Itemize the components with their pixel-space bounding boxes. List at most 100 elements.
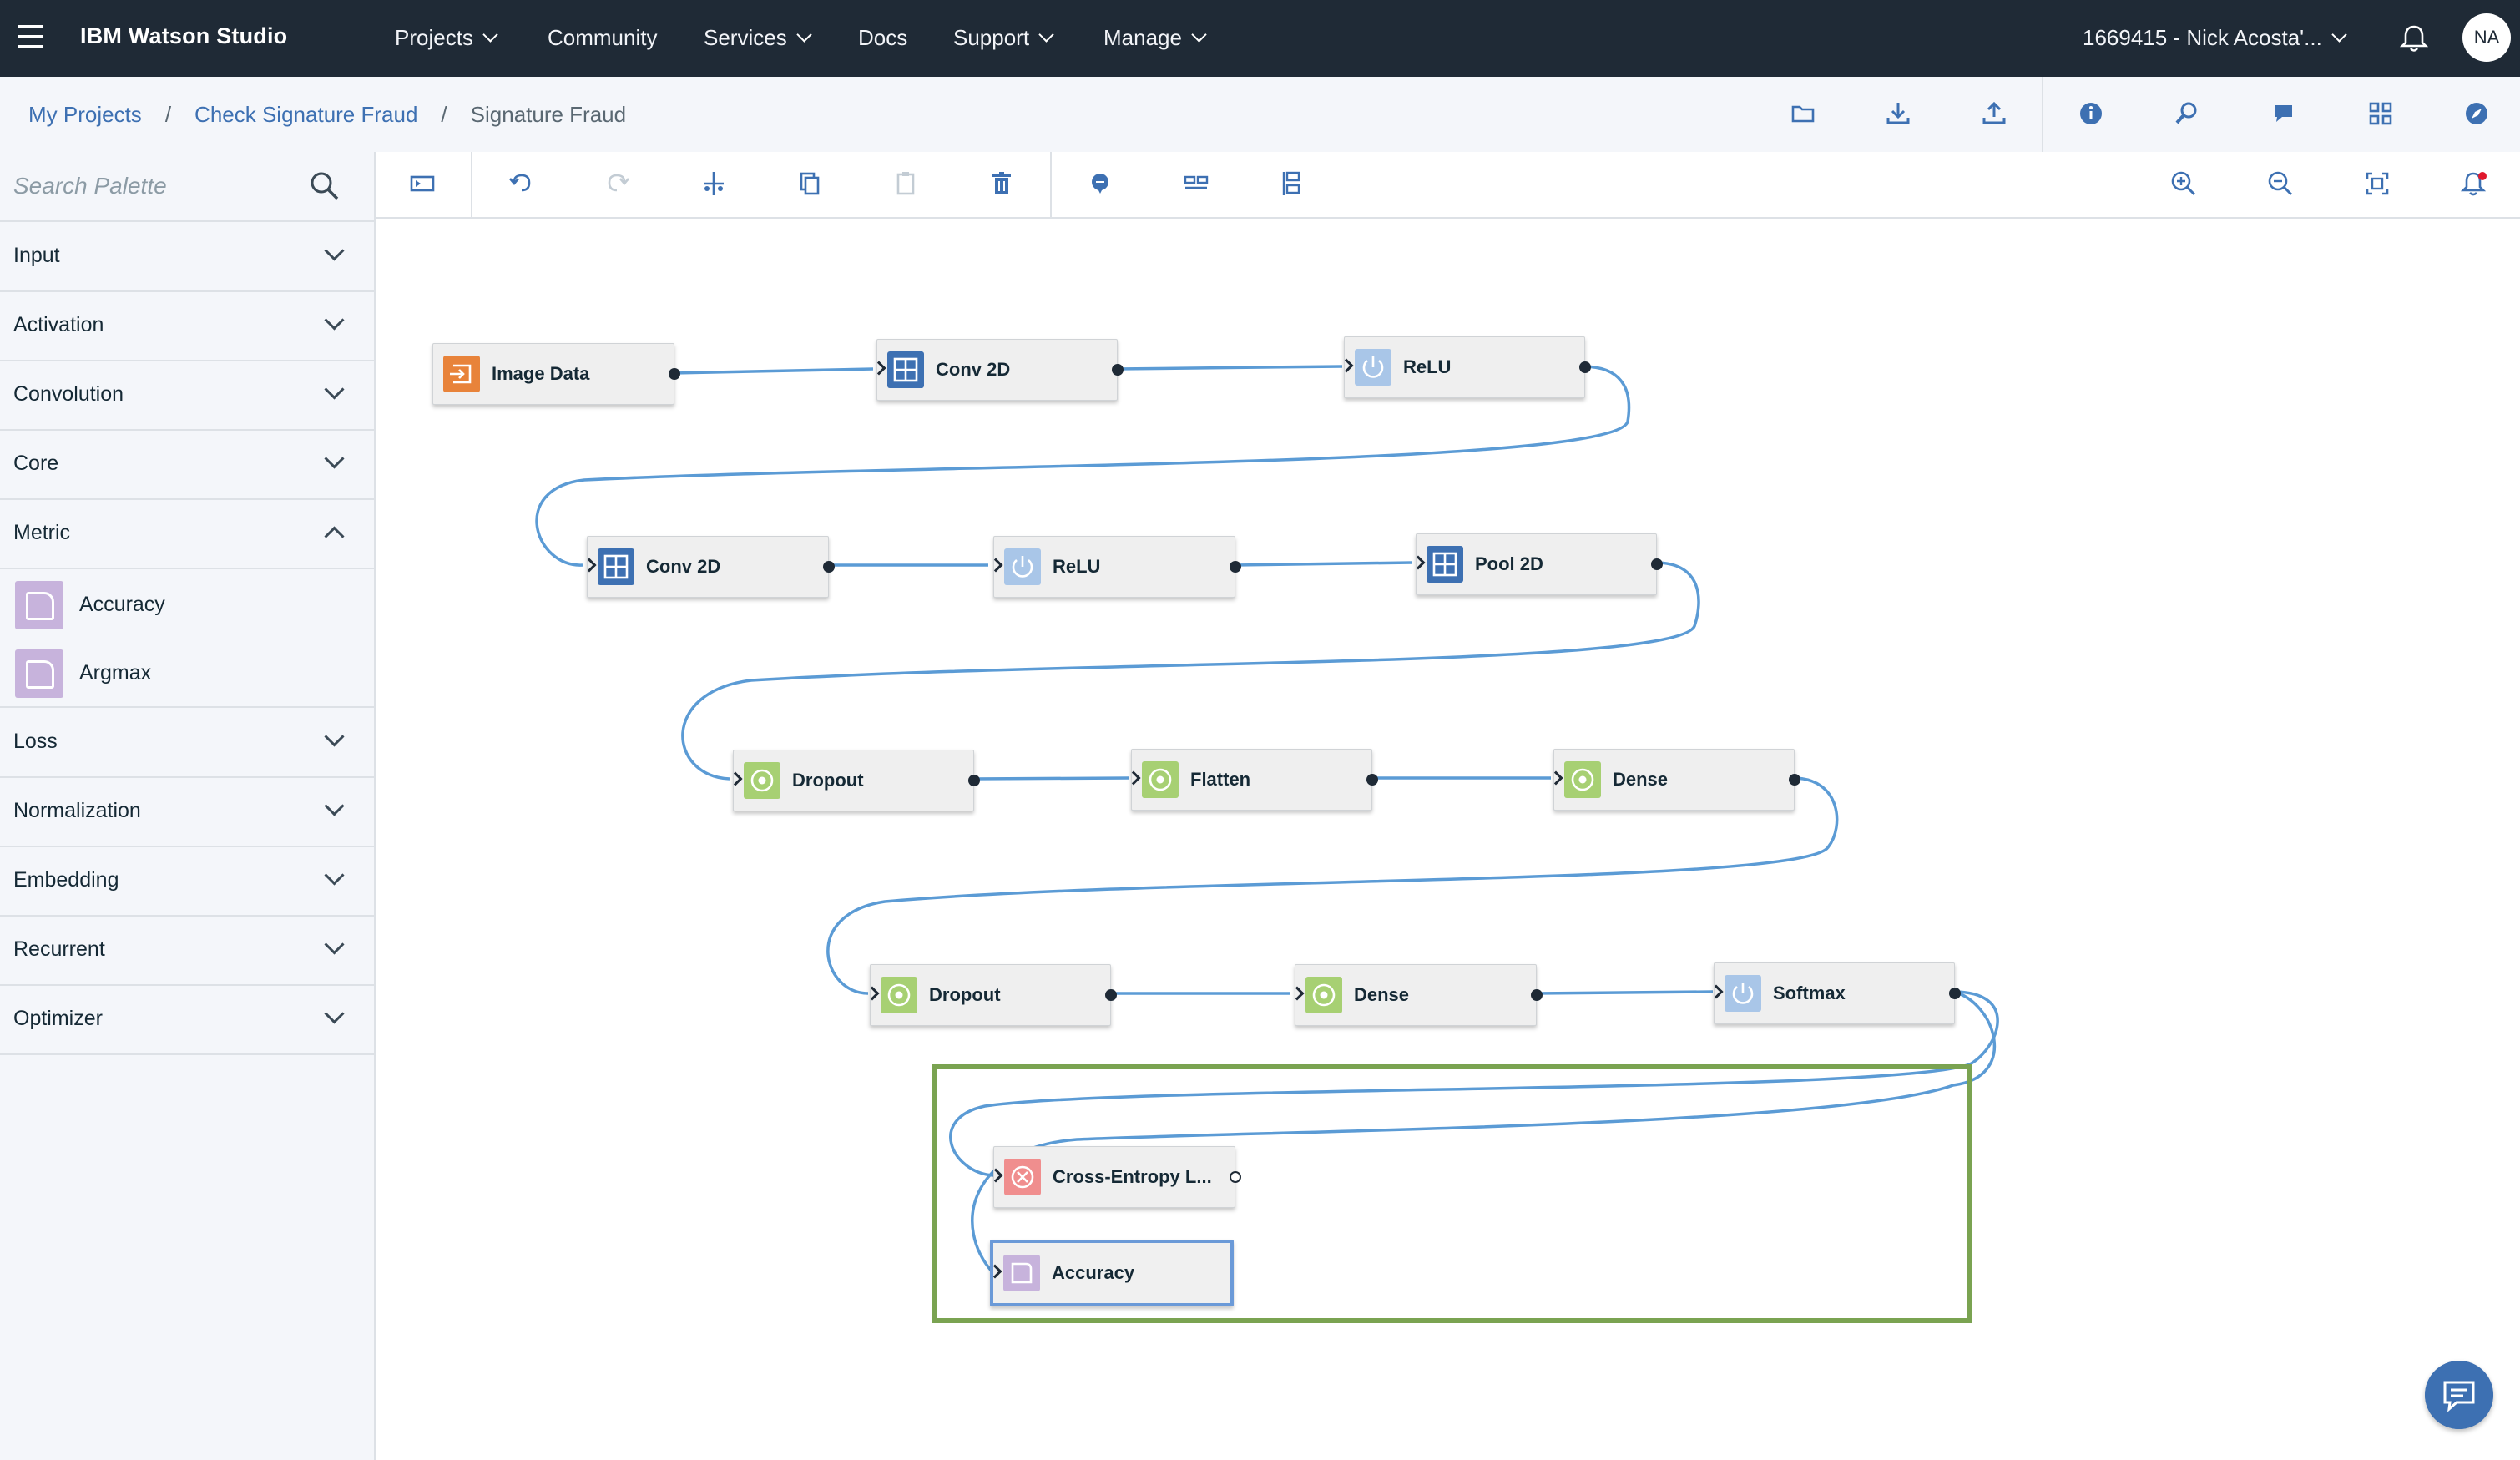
node-cross-entropy-loss[interactable]: Cross-Entropy L...	[988, 1146, 1241, 1208]
breadcrumb-bar: My Projects / Check Signature Fraud / Si…	[0, 77, 2520, 154]
breadcrumb-check-signature-fraud[interactable]: Check Signature Fraud	[194, 102, 418, 127]
core-layer-icon	[744, 762, 780, 799]
node-label: Accuracy	[1052, 1262, 1135, 1283]
node-softmax[interactable]: Softmax	[1709, 962, 1961, 1024]
grid-icon[interactable]	[2364, 97, 2397, 130]
output-port[interactable]	[1579, 361, 1591, 373]
output-port[interactable]	[1230, 1171, 1241, 1183]
breadcrumb: My Projects / Check Signature Fraud / Si…	[28, 102, 626, 128]
toolbar-divider	[471, 152, 472, 217]
node-label: Flatten	[1190, 769, 1251, 790]
nav-community[interactable]: Community	[548, 25, 658, 50]
output-port[interactable]	[1949, 988, 1961, 999]
category-label: Loss	[13, 730, 58, 753]
node-label: ReLU	[1053, 556, 1101, 577]
node-relu[interactable]: ReLU	[1339, 336, 1591, 398]
nav-services[interactable]: Services	[704, 25, 812, 51]
download-icon[interactable]	[1881, 97, 1915, 130]
chevron-down-icon	[324, 448, 345, 469]
search-icon[interactable]	[307, 169, 342, 204]
nav-projects[interactable]: Projects	[395, 25, 498, 51]
power-icon	[1725, 975, 1761, 1012]
toggle-palette-icon[interactable]	[406, 167, 439, 200]
undo-icon[interactable]	[504, 167, 538, 200]
nav-docs[interactable]: Docs	[858, 25, 908, 50]
output-port[interactable]	[1789, 774, 1800, 786]
category-label: Core	[13, 452, 59, 475]
compass-icon[interactable]	[2460, 97, 2493, 130]
node-label: Cross-Entropy L...	[1053, 1166, 1212, 1187]
brand-title[interactable]: IBM Watson Studio	[80, 23, 288, 48]
node-label: Dropout	[929, 984, 1001, 1005]
node-accuracy[interactable]: Accuracy	[987, 1240, 1234, 1306]
cut-icon[interactable]	[697, 167, 730, 200]
node-image-data[interactable]: Image Data	[432, 343, 680, 405]
fit-to-screen-icon[interactable]	[2361, 167, 2394, 200]
comment-icon[interactable]	[2267, 97, 2300, 130]
node-pool-2d[interactable]: Pool 2D	[1411, 533, 1663, 595]
output-port[interactable]	[823, 561, 835, 573]
zoom-out-icon[interactable]	[2264, 167, 2297, 200]
output-port[interactable]	[1366, 774, 1378, 786]
palette-category-activation[interactable]: Activation	[0, 291, 374, 361]
palette-category-normalization[interactable]: Normalization	[0, 777, 374, 847]
notifications-icon[interactable]	[2457, 167, 2491, 200]
search-input[interactable]	[12, 167, 299, 205]
chevron-down-icon	[324, 379, 345, 400]
chevron-down-icon	[796, 27, 812, 43]
output-port[interactable]	[1531, 989, 1543, 1001]
flow-settings-icon[interactable]	[2170, 97, 2204, 130]
hamburger-menu-icon[interactable]	[18, 25, 43, 50]
node-dense[interactable]: Dense	[1290, 964, 1543, 1026]
arrange-vertical-icon[interactable]	[1275, 167, 1309, 200]
node-relu[interactable]: ReLU	[988, 536, 1241, 598]
avatar[interactable]: NA	[2462, 13, 2511, 62]
output-port[interactable]	[1112, 364, 1124, 376]
breadcrumb-my-projects[interactable]: My Projects	[28, 102, 142, 127]
node-flatten[interactable]: Flatten	[1126, 749, 1378, 811]
chevron-up-icon	[324, 526, 345, 547]
node-dropout[interactable]: Dropout	[728, 750, 980, 811]
node-conv-2d[interactable]: Conv 2D	[871, 339, 1124, 401]
palette-category-convolution[interactable]: Convolution	[0, 361, 374, 431]
nav-manage[interactable]: Manage	[1103, 25, 1207, 51]
chat-icon[interactable]	[2425, 1361, 2493, 1429]
node-label: Pool 2D	[1475, 553, 1543, 574]
comment-icon[interactable]	[1083, 167, 1117, 200]
node-label: Dense	[1354, 984, 1410, 1005]
redo-icon[interactable]	[601, 167, 634, 200]
palette-item-accuracy[interactable]: Accuracy	[0, 569, 374, 638]
output-port[interactable]	[968, 775, 980, 786]
delete-icon[interactable]	[985, 167, 1018, 200]
output-port[interactable]	[1230, 561, 1241, 573]
node-dropout[interactable]: Dropout	[865, 964, 1117, 1026]
palette-category-metric[interactable]: Metric	[0, 499, 374, 569]
node-conv-2d[interactable]: Conv 2D	[582, 536, 835, 598]
palette-item-argmax[interactable]: Argmax	[0, 638, 374, 708]
info-icon[interactable]	[2074, 97, 2108, 130]
palette-category-recurrent[interactable]: Recurrent	[0, 916, 374, 986]
output-port[interactable]	[669, 368, 680, 380]
core-layer-icon	[1142, 761, 1179, 798]
upload-icon[interactable]	[1977, 97, 2011, 130]
nav-support[interactable]: Support	[953, 25, 1054, 51]
palette-category-loss[interactable]: Loss	[0, 708, 374, 778]
node-label: Softmax	[1773, 983, 1846, 1003]
node-label: Conv 2D	[646, 556, 721, 577]
chevron-down-icon	[1038, 27, 1054, 43]
folder-icon[interactable]	[1786, 97, 1820, 130]
palette-category-embedding[interactable]: Embedding	[0, 846, 374, 917]
palette-category-core[interactable]: Core	[0, 430, 374, 500]
output-port[interactable]	[1105, 989, 1117, 1001]
arrange-horizontal-icon[interactable]	[1179, 167, 1213, 200]
paste-icon[interactable]	[889, 167, 922, 200]
node-dense[interactable]: Dense	[1548, 749, 1800, 811]
bell-icon[interactable]	[2397, 22, 2431, 55]
palette-category-optimizer[interactable]: Optimizer	[0, 985, 374, 1055]
output-port[interactable]	[1651, 558, 1663, 570]
top-nav-bar: IBM Watson Studio Projects Community Ser…	[0, 0, 2520, 77]
zoom-in-icon[interactable]	[2167, 167, 2200, 200]
copy-icon[interactable]	[793, 167, 826, 200]
account-switcher[interactable]: 1669415 - Nick Acosta'...	[2083, 25, 2347, 51]
palette-category-input[interactable]: Input	[0, 222, 374, 292]
